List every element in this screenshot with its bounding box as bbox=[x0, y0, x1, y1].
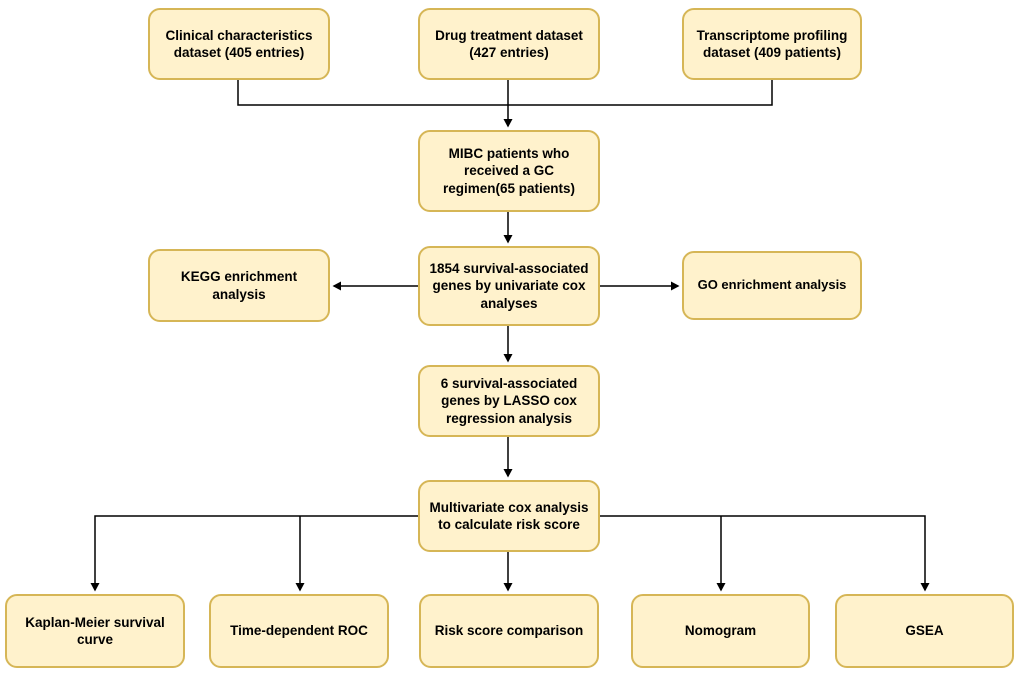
node-label: Drug treatment dataset (427 entries) bbox=[435, 27, 583, 60]
node-label: 6 survival-associated genes by LASSO cox… bbox=[440, 376, 578, 426]
node-label: Risk score comparison bbox=[434, 623, 584, 639]
node-label: Nomogram bbox=[684, 623, 757, 639]
node-go-enrichment-analysis: GO enrichment analysis bbox=[682, 251, 862, 320]
node-kegg-enrichment-analysis: KEGG enrichment analysis bbox=[148, 249, 330, 322]
node-label: Clinical characteristics dataset (405 en… bbox=[165, 27, 313, 60]
node-lasso-cox-genes: 6 survival-associated genes by LASSO cox… bbox=[418, 365, 600, 437]
node-label: Transcriptome profiling dataset (409 pat… bbox=[696, 27, 848, 60]
node-label: 1854 survival-associated genes by univar… bbox=[429, 261, 589, 311]
node-kaplan-meier-survival-curve: Kaplan-Meier survival curve bbox=[5, 594, 185, 668]
connector-multivariate-to-gsea bbox=[598, 515, 930, 592]
node-time-dependent-roc: Time-dependent ROC bbox=[209, 594, 389, 668]
node-nomogram: Nomogram bbox=[631, 594, 810, 668]
node-label: Multivariate cox analysis to calculate r… bbox=[429, 499, 589, 532]
node-univariate-cox-genes: 1854 survival-associated genes by univar… bbox=[418, 246, 600, 326]
node-label: GSEA bbox=[905, 623, 944, 639]
node-label: GO enrichment analysis bbox=[697, 277, 847, 293]
node-multivariate-cox-risk-score: Multivariate cox analysis to calculate r… bbox=[418, 480, 600, 552]
node-label: Kaplan-Meier survival curve bbox=[25, 614, 165, 647]
connector-multivariate-to-km bbox=[90, 515, 418, 592]
connector-top-collector bbox=[237, 80, 773, 106]
node-transcriptome-profiling-dataset: Transcriptome profiling dataset (409 pat… bbox=[682, 8, 862, 80]
node-label: Time-dependent ROC bbox=[230, 623, 368, 639]
node-label: KEGG enrichment analysis bbox=[180, 269, 298, 302]
node-mibc-gc-patients: MIBC patients who received a GC regimen(… bbox=[418, 130, 600, 212]
node-clinical-characteristics-dataset: Clinical characteristics dataset (405 en… bbox=[148, 8, 330, 80]
node-risk-score-comparison: Risk score comparison bbox=[419, 594, 599, 668]
node-drug-treatment-dataset: Drug treatment dataset (427 entries) bbox=[418, 8, 600, 80]
node-gsea: GSEA bbox=[835, 594, 1014, 668]
node-label: MIBC patients who received a GC regimen(… bbox=[442, 146, 576, 196]
